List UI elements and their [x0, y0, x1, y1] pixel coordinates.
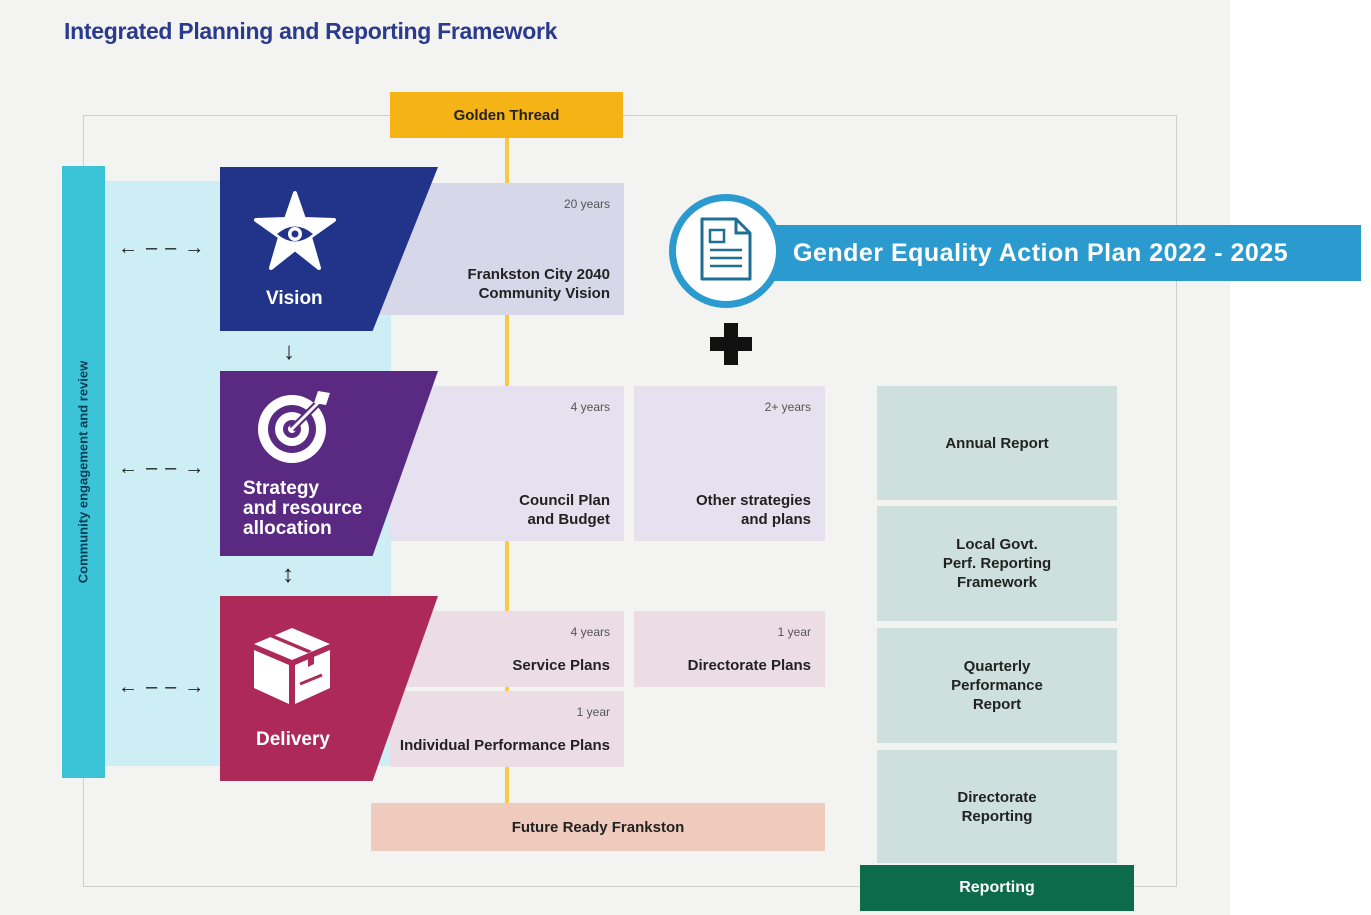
future-ready-frankston: Future Ready Frankston	[371, 803, 825, 851]
community-engagement-label: Community engagement and review	[75, 360, 91, 584]
plan-duration: 4 years	[570, 400, 610, 414]
document-icon-circle	[669, 194, 783, 308]
star-eye-icon	[252, 189, 338, 278]
lgprf-box: Local Govt. Perf. Reporting Framework	[877, 506, 1117, 621]
stage-label-delivery: Delivery	[256, 729, 330, 750]
box-icon	[250, 624, 334, 713]
other-strategies-box: 2+ years Other strategies and plans	[634, 386, 825, 541]
plan-name: Individual Performance Plans	[399, 737, 610, 754]
vision-stage: Vision	[220, 167, 438, 331]
engagement-arrow-vision: ← – – →	[118, 237, 207, 259]
reporting-label: Reporting	[860, 865, 1134, 911]
golden-thread-box: Golden Thread	[390, 92, 623, 138]
gender-equality-banner: Gender Equality Action Plan 2022 - 2025	[766, 225, 1361, 281]
stage-label-strategy: Strategy and resource allocation	[243, 478, 363, 539]
plan-name: Frankston City 2040 Community Vision	[467, 266, 610, 302]
gender-equality-title: Gender Equality Action Plan 2022 - 2025	[793, 238, 1289, 267]
engagement-arrow-delivery: ← – – →	[118, 676, 207, 698]
target-icon	[254, 387, 334, 472]
strategy-delivery-arrow: ↕	[282, 561, 294, 588]
engagement-arrow-strategy: ← – – →	[118, 457, 207, 479]
plan-duration: 1 year	[777, 625, 811, 639]
plan-name: Other strategies and plans	[695, 492, 811, 528]
community-engagement-bar	[62, 166, 105, 778]
plan-name: Council Plan and Budget	[519, 492, 610, 528]
council-plan-box: 4 years Council Plan and Budget	[390, 386, 624, 541]
annual-report-box: Annual Report	[877, 386, 1117, 500]
service-plans-box: 4 years Service Plans	[390, 611, 624, 687]
document-icon	[698, 216, 754, 287]
plan-name: Service Plans	[512, 657, 610, 674]
plan-duration: 2+ years	[764, 400, 811, 414]
directorate-plans-box: 1 year Directorate Plans	[634, 611, 825, 687]
stage-label-vision: Vision	[266, 288, 323, 309]
plan-duration: 1 year	[576, 705, 610, 719]
plan-duration: 4 years	[570, 625, 610, 639]
page-title: Integrated Planning and Reporting Framew…	[64, 18, 558, 44]
plus-icon	[709, 322, 753, 366]
individual-plans-box: 1 year Individual Performance Plans	[390, 691, 624, 767]
vision-to-strategy-arrow: ↓	[283, 338, 295, 365]
quarterly-report-box: Quarterly Performance Report	[877, 628, 1117, 743]
plan-duration: 20 years	[563, 197, 610, 211]
directorate-reporting-box: Directorate Reporting	[877, 750, 1117, 863]
community-vision-box: 20 years Frankston City 2040 Community V…	[376, 183, 624, 315]
plan-name: Directorate Plans	[687, 657, 811, 674]
